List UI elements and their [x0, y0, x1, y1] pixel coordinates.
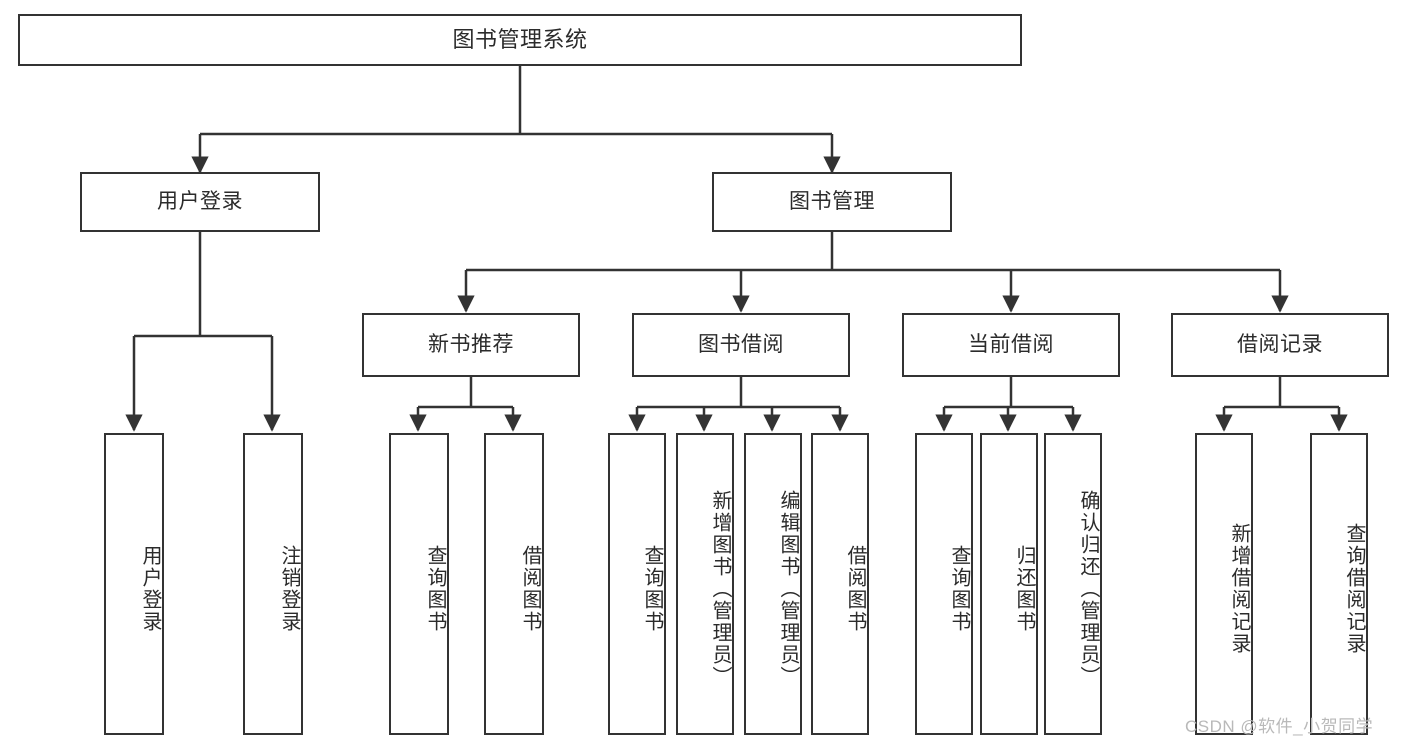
leaf-book-borrow-add-book-admin[interactable]: 新增图书（管理员）	[676, 433, 734, 735]
leaf-book-borrow-borrow-book[interactable]: 借阅图书	[811, 433, 869, 735]
leaf-borrow-record-query-record[interactable]: 查询借阅记录	[1310, 433, 1368, 735]
leaf-borrow-record-add-record[interactable]: 新增借阅记录	[1195, 433, 1253, 735]
csdn-watermark: CSDN @软件_小贺同学	[1185, 717, 1374, 736]
leaf-book-borrow-query-book[interactable]: 查询图书	[608, 433, 666, 735]
leaf-current-borrow-return-book[interactable]: 归还图书	[980, 433, 1038, 735]
node-book-management[interactable]: 图书管理	[712, 172, 952, 232]
node-borrow-record[interactable]: 借阅记录	[1171, 313, 1389, 377]
leaf-book-borrow-edit-book-admin[interactable]: 编辑图书（管理员）	[744, 433, 802, 735]
node-book-borrow[interactable]: 图书借阅	[632, 313, 850, 377]
leaf-current-borrow-query-book[interactable]: 查询图书	[915, 433, 973, 735]
leaf-user-login-login[interactable]: 用户登录	[104, 433, 164, 735]
node-user-login[interactable]: 用户登录	[80, 172, 320, 232]
node-root-system[interactable]: 图书管理系统	[18, 14, 1022, 66]
leaf-user-login-logout[interactable]: 注销登录	[243, 433, 303, 735]
node-new-book-recommend[interactable]: 新书推荐	[362, 313, 580, 377]
leaf-new-book-query-book[interactable]: 查询图书	[389, 433, 449, 735]
node-current-borrow[interactable]: 当前借阅	[902, 313, 1120, 377]
leaf-current-borrow-confirm-return-admin[interactable]: 确认归还（管理员）	[1044, 433, 1102, 735]
leaf-new-book-borrow-book[interactable]: 借阅图书	[484, 433, 544, 735]
